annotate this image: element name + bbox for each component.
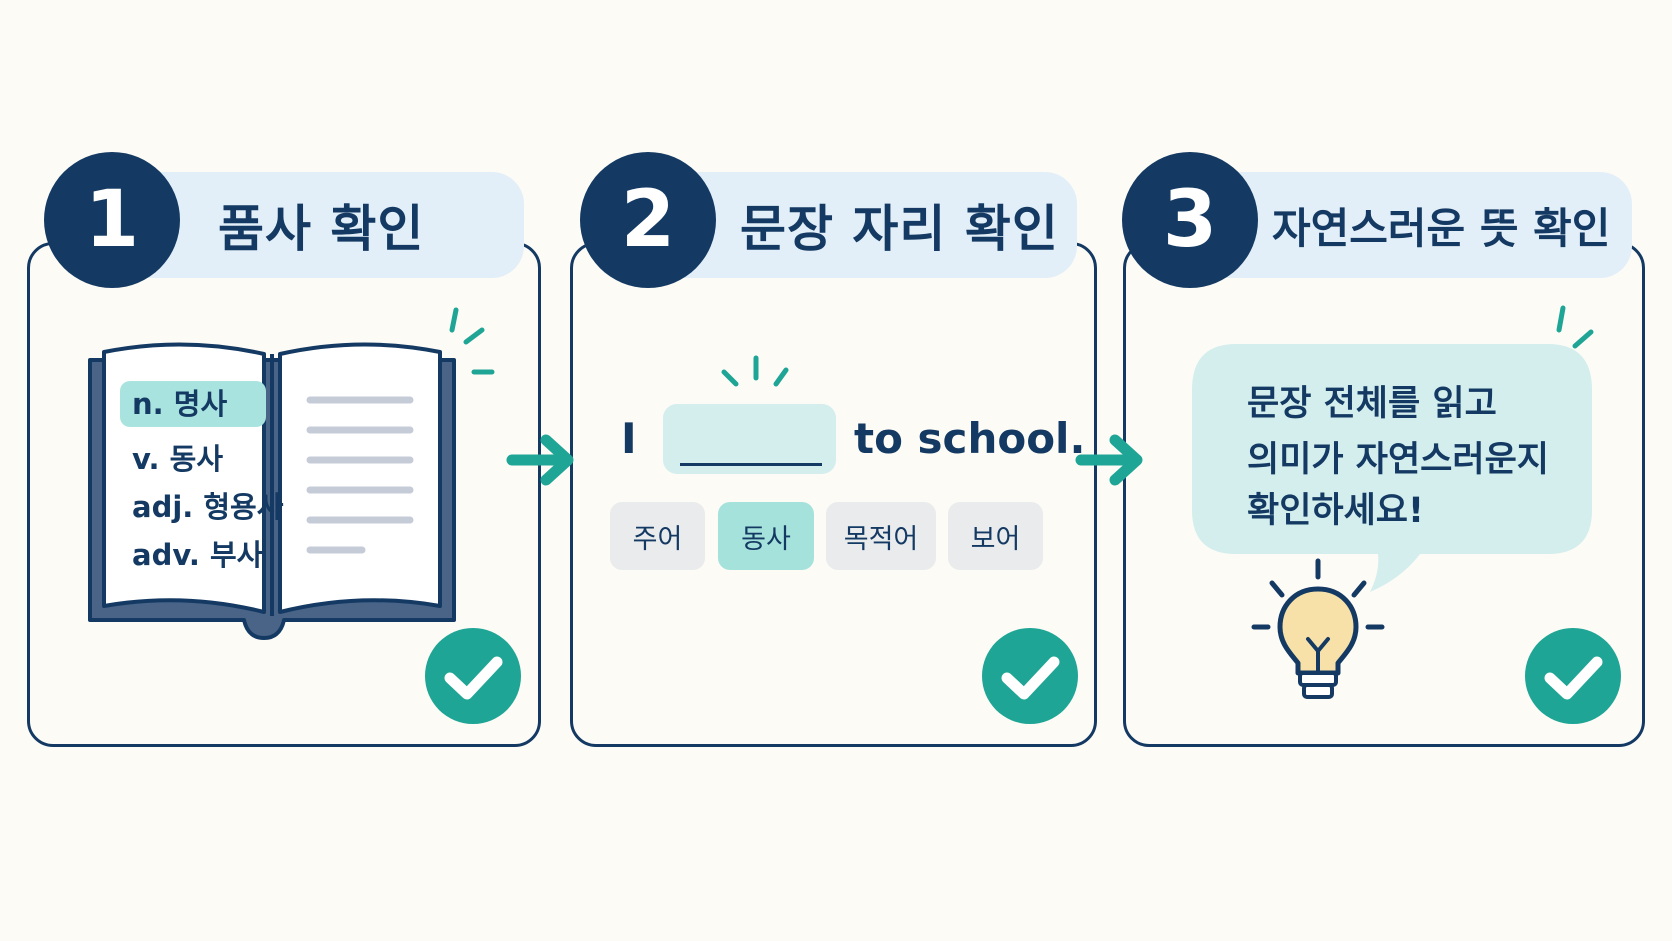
dictionary-entry-verb: v. 동사	[132, 442, 224, 476]
check-circle-icon	[425, 628, 521, 724]
tip-line-3: 확인하세요!	[1247, 491, 1424, 531]
step-2-header: 문장 자리 확인	[612, 172, 1077, 278]
role-chip-complement: 보어	[948, 502, 1043, 570]
sentence-blank	[663, 404, 836, 474]
tip-line-2: 의미가 자연스러운지	[1247, 440, 1549, 480]
role-chip-subject: 주어	[610, 502, 705, 570]
dictionary-entry-adverb: adv. 부사	[132, 538, 264, 572]
sparkle-icon	[1556, 305, 1594, 349]
step-3-number: 3	[1122, 152, 1258, 288]
check-circle-icon	[1525, 628, 1621, 724]
lightbulb-icon	[1251, 558, 1385, 699]
role-chip-object: 목적어	[826, 502, 936, 570]
step-1-number: 1	[44, 152, 180, 288]
open-book-icon	[88, 342, 456, 640]
tip-line-1: 문장 전체를 읽고	[1247, 384, 1497, 424]
arrow-right-icon	[506, 434, 574, 486]
step-3-title: 자연스러운 뜻 확인	[1272, 203, 1611, 253]
step-1-title: 품사 확인	[218, 200, 425, 258]
sparkle-icon	[449, 307, 495, 375]
speech-bubble	[1192, 344, 1592, 592]
blank-underline	[680, 463, 822, 466]
sparkle-icon	[721, 355, 789, 387]
step-2-title: 문장 자리 확인	[740, 200, 1059, 258]
arrow-right-icon	[1075, 434, 1143, 486]
dictionary-entry-adjective: adj. 형용사	[132, 490, 284, 524]
role-chip-verb: 동사	[718, 502, 814, 570]
check-circle-icon	[982, 628, 1078, 724]
dictionary-entry-noun: n. 명사	[120, 381, 266, 427]
sentence-subject: I	[621, 414, 637, 463]
sentence-rest: to school.	[854, 414, 1086, 463]
step-2-number: 2	[580, 152, 716, 288]
